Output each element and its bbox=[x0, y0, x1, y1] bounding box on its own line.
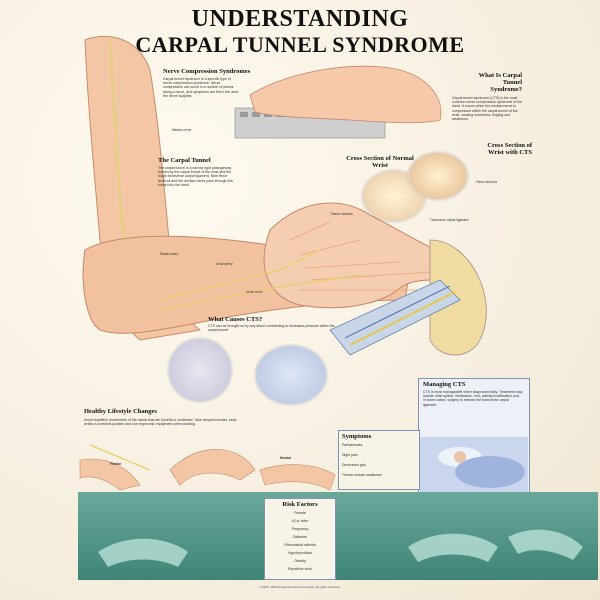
risk-factors-heading: Risk Factors bbox=[282, 501, 318, 508]
transverse-carpal-ligament-label: Transverse carpal ligament bbox=[430, 218, 469, 222]
keyboard-hands-illustration bbox=[98, 529, 583, 567]
symptoms-heading: Symptoms bbox=[342, 433, 372, 440]
what-is-cts-body: Carpal tunnel syndrome (CTS) is the most… bbox=[452, 96, 523, 122]
managing-cts-heading: Managing CTS bbox=[423, 381, 466, 388]
symptom-item: Paresthesias bbox=[342, 443, 363, 447]
wrist-hand-shape bbox=[249, 65, 442, 124]
flexion-label: Flexion bbox=[110, 462, 122, 466]
causes-circle-right bbox=[255, 345, 327, 405]
cts-wrist-cross-section bbox=[408, 152, 468, 200]
risk-factor-item: Repetitive work bbox=[288, 567, 312, 571]
risk-factors-panel: Risk Factors Female 40 or older Pregnanc… bbox=[264, 498, 336, 580]
risk-factor-item: Diabetes bbox=[293, 535, 307, 539]
managing-cts-body: CTS is most manageable when diagnosed ea… bbox=[423, 390, 523, 407]
symptom-item: Decreased grip bbox=[342, 463, 366, 467]
cross-section-cts-heading: Cross Section of Wrist with CTS bbox=[487, 142, 532, 156]
tunnel-cylinder bbox=[429, 239, 487, 356]
title-line-2: CARPAL TUNNEL SYNDROME bbox=[135, 32, 465, 57]
carpal-tunnel-heading: The Carpal Tunnel bbox=[158, 157, 211, 164]
causes-circle-left bbox=[168, 338, 232, 402]
carpal-tunnel-body: The carpal tunnel is a narrow rigid pass… bbox=[158, 166, 233, 187]
neutral-label: Neutral bbox=[280, 456, 291, 460]
healthy-lifestyle-heading: Healthy Lifestyle Changes bbox=[84, 408, 157, 415]
symptom-item: Thenar muscle weakness bbox=[342, 473, 382, 477]
title-line-1: UNDERSTANDING bbox=[191, 6, 409, 32]
thenar-muscles-label: Thenar muscles bbox=[330, 212, 353, 216]
nerve-compression-body: Carpal tunnel syndrome is a specific typ… bbox=[163, 77, 239, 98]
poster-title: UNDERSTANDING CARPAL TUNNEL SYNDROME bbox=[90, 6, 510, 57]
median-nerve-label: Median nerve bbox=[172, 128, 192, 132]
risk-factor-item: Pregnancy bbox=[291, 527, 309, 531]
symptoms-panel: Symptoms Paresthesias Night pain Decreas… bbox=[338, 430, 420, 490]
nerve-compression-heading: Nerve Compression Syndromes bbox=[163, 68, 251, 75]
what-causes-body: CTS can be brought on by any factor cont… bbox=[208, 324, 335, 333]
ulnar-nerve-label: Ulnar nerve bbox=[246, 290, 263, 294]
risk-factor-item: 40 or older bbox=[291, 519, 309, 523]
flexor-tendons-label: Flexor tendons bbox=[476, 180, 498, 184]
what-causes-heading: What Causes CTS? bbox=[208, 316, 263, 323]
footer-copyright: ©1996, 2009 Anatomical Chart Company. Al… bbox=[259, 585, 341, 589]
risk-factor-item: Female bbox=[294, 511, 306, 515]
healthy-lifestyle-body: Avoid repetitive movements of the hands … bbox=[84, 418, 237, 427]
ulnar-artery-label: Ulnar artery bbox=[216, 262, 233, 266]
what-is-cts-heading: What Is Carpal Tunnel Syndrome? bbox=[478, 72, 522, 93]
sleeping-person-illustration bbox=[420, 437, 528, 497]
risk-factor-item: Rheumatoid arthritis bbox=[284, 543, 316, 547]
radial-artery-label: Radial artery bbox=[160, 252, 179, 256]
risk-factor-item: Hypothyroidism bbox=[287, 551, 313, 555]
cross-section-normal-heading: Cross Section of Normal Wrist bbox=[346, 155, 414, 169]
risk-factor-item: Obesity bbox=[294, 559, 306, 563]
symptom-item: Night pain bbox=[342, 453, 358, 457]
